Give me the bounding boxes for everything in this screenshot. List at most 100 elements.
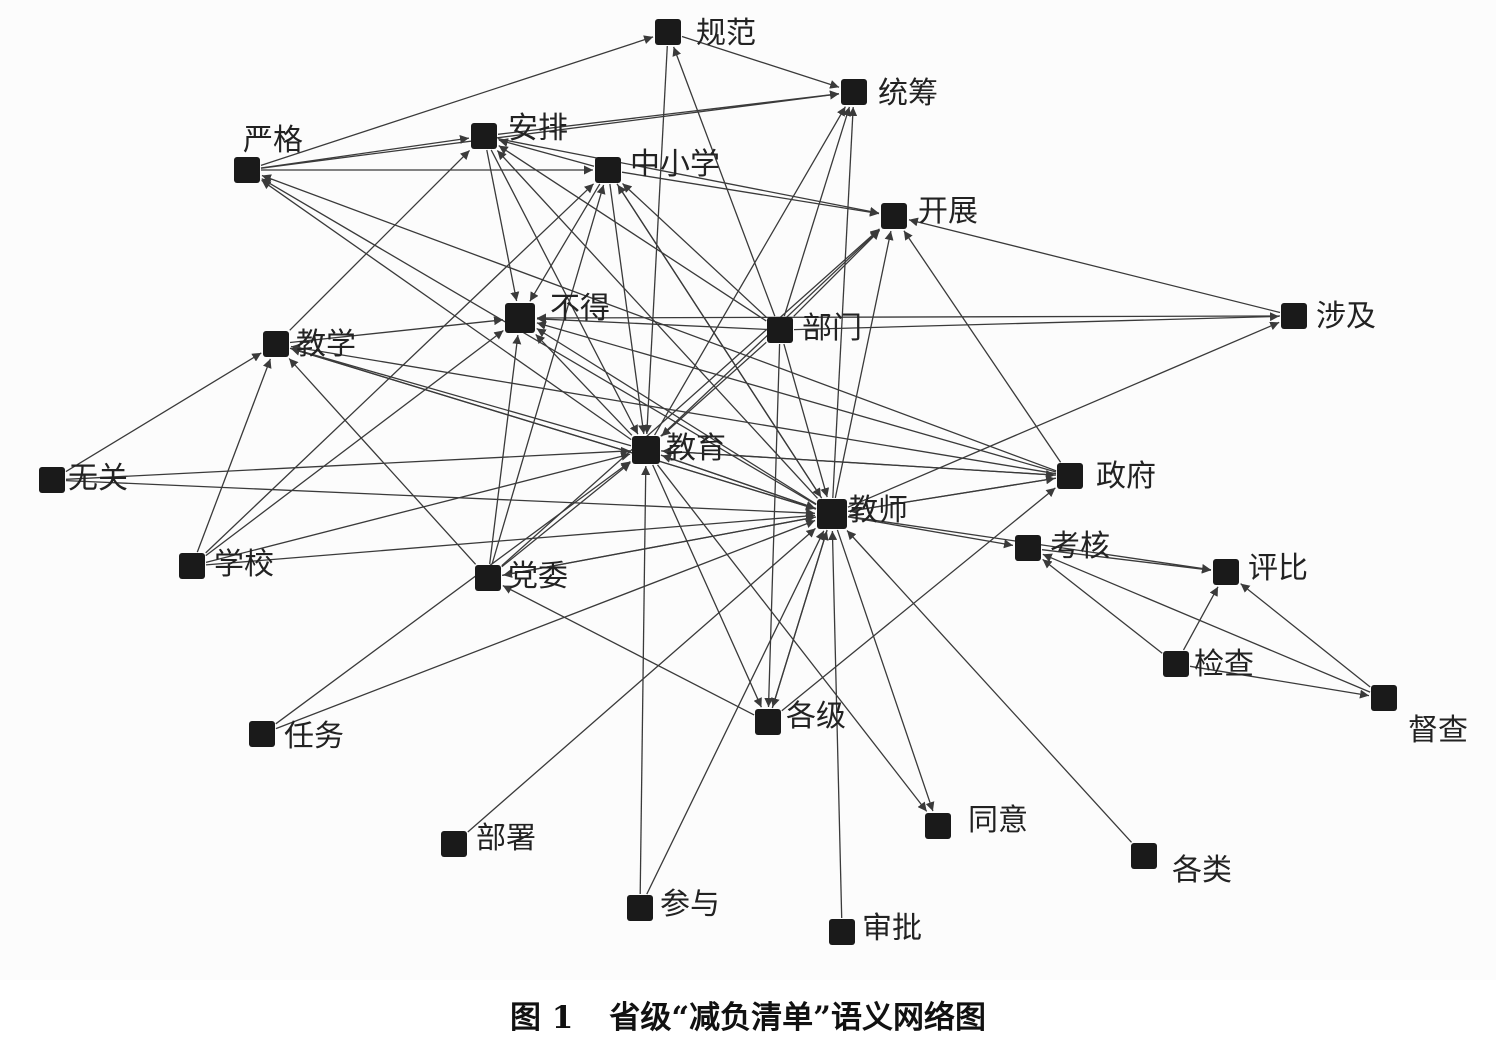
node-marker	[595, 157, 621, 183]
node-marker	[1015, 535, 1041, 561]
node-label: 同意	[968, 803, 1028, 838]
node-marker	[925, 813, 951, 839]
node-label: 参与	[660, 887, 720, 922]
edge-zhengfu-to-jiaoyu	[661, 447, 1057, 476]
node-dangwei: 党委	[475, 559, 568, 594]
edge-jiaoyu-to-yange	[261, 179, 632, 441]
edge-bumen-to-anpai	[498, 145, 767, 322]
node-zhengfu: 政府	[1057, 459, 1156, 494]
edge-sheji-to-kaizhan	[908, 217, 1281, 314]
edge-jiaoyu-to-tongyi	[656, 464, 928, 812]
edge-zhengfu-to-kaizhan	[903, 230, 1062, 463]
edge-bumen-to-kaizhan	[793, 229, 881, 317]
edge-xuexiao-to-bude	[205, 329, 504, 557]
edge-yange-to-tongchou	[260, 90, 840, 169]
edge-jiaoshi-to-zhongxiao	[617, 184, 823, 499]
node-jiaoyu: 教育	[632, 431, 726, 466]
edge-ducha-to-kaohe	[1042, 553, 1371, 693]
node-marker	[179, 553, 205, 579]
edge-sheji-to-bude	[536, 313, 1281, 323]
node-label: 安排	[508, 111, 568, 146]
node-jiaoxue: 教学	[263, 327, 356, 362]
node-marker	[627, 895, 653, 921]
node-bumen: 部门	[767, 311, 862, 346]
edge-jiaoshi-to-tongyi	[836, 529, 935, 812]
edge-dangwei-to-jiaoxue	[288, 358, 477, 565]
edge-bumen-to-bude	[536, 314, 767, 331]
network-canvas: 规范统筹严格安排中小学开展不得部门涉及教学教育政府无关教师考核评比学校党委检查督…	[39, 16, 1468, 946]
node-marker	[263, 331, 289, 357]
edge-renwu-to-jiaoyu	[275, 460, 631, 725]
node-label: 审批	[862, 911, 922, 946]
edge-canyu-to-jiaoshi	[646, 530, 825, 895]
edge-jiaoshi-to-kaizhan	[834, 230, 894, 499]
node-label: 任务	[284, 719, 344, 754]
edge-zhongxiao-to-kaizhan	[621, 171, 880, 217]
node-wuguan: 无关	[39, 461, 128, 496]
node-yange: 严格	[234, 123, 303, 183]
node-marker	[234, 157, 260, 183]
node-label: 无关	[68, 461, 128, 496]
edge-dangwei-to-jiaoyu	[501, 462, 631, 568]
edge-jiaoshi-to-kaohe	[847, 516, 1014, 549]
edge-jiaoyu-to-jiaoshi	[660, 454, 816, 510]
edge-bumen-to-sheji	[793, 312, 1280, 331]
edge-xuexiao-to-zhongxiao	[205, 183, 595, 554]
edge-jiancha-to-pingbi	[1182, 586, 1219, 651]
node-marker	[475, 565, 501, 591]
node-layer: 规范统筹严格安排中小学开展不得部门涉及教学教育政府无关教师考核评比学校党委检查督…	[39, 16, 1468, 946]
node-gelei: 各类	[1131, 843, 1232, 888]
node-tongchou: 统筹	[841, 76, 938, 111]
edge-anpai-to-tongchou	[497, 90, 840, 135]
node-marker	[829, 919, 855, 945]
node-marker	[841, 79, 867, 105]
edge-anpai-to-jiaoyu	[490, 149, 639, 435]
edge-zhengfu-to-jiaoxue	[290, 343, 1057, 475]
edge-jiaoxue-to-anpai	[289, 149, 471, 331]
edge-zhongxiao-to-anpai	[498, 138, 595, 167]
edge-bumen-to-tongchou	[783, 106, 852, 317]
edge-layer	[65, 35, 1371, 919]
edge-wuguan-to-jiaoshi	[65, 479, 816, 518]
node-marker	[1213, 559, 1239, 585]
edge-yange-to-guifan	[260, 35, 654, 167]
node-kaizhan: 开展	[881, 194, 978, 229]
edge-zhongxiao-to-bude	[529, 183, 601, 302]
node-label: 部门	[802, 311, 862, 346]
edge-kaohe-to-pingbi	[1041, 549, 1212, 574]
semantic-network-diagram: 规范统筹严格安排中小学开展不得部门涉及教学教育政府无关教师考核评比学校党委检查督…	[39, 16, 1468, 946]
edge-dangwei-to-zhongxiao	[491, 184, 606, 565]
edge-renwu-to-jiaoshi	[275, 519, 816, 730]
node-label: 规范	[696, 16, 756, 51]
edge-jiaoshi-to-anpai	[496, 150, 818, 499]
edge-geji-to-dangwei	[502, 585, 755, 716]
node-zhongxiao: 中小学	[595, 147, 720, 183]
node-marker	[655, 19, 681, 45]
edge-anpai-to-bude	[486, 149, 520, 302]
node-renwu: 任务	[249, 719, 344, 754]
node-guifan: 规范	[655, 16, 756, 51]
edge-yange-to-anpai	[260, 134, 470, 169]
edge-bumen-to-jiaoyu	[661, 341, 767, 437]
node-marker	[1371, 685, 1397, 711]
node-marker	[1057, 463, 1083, 489]
node-label: 评比	[1248, 551, 1308, 586]
node-marker	[441, 831, 467, 857]
figure-caption-text: 省级“减负清单”语义网络图	[609, 1000, 987, 1036]
edge-xuexiao-to-jiaoxue	[196, 358, 272, 553]
edge-jiaoyu-to-bude	[535, 333, 633, 436]
edge-anpai-to-kaizhan	[497, 138, 880, 216]
node-canyu: 参与	[627, 887, 720, 922]
edge-jiaoshi-to-sheji	[847, 321, 1280, 508]
node-label: 教师	[848, 493, 908, 528]
edge-jiaoxue-to-jiaoshi	[289, 347, 816, 511]
edge-bushu-to-jiaoshi	[467, 527, 816, 833]
node-label: 中小学	[630, 147, 720, 182]
node-label: 统筹	[878, 76, 938, 111]
node-label: 政府	[1096, 459, 1156, 494]
node-jiaoshi: 教师	[817, 493, 908, 529]
node-label: 各类	[1172, 853, 1232, 888]
node-label: 涉及	[1316, 299, 1376, 334]
node-label: 督查	[1408, 713, 1468, 748]
node-marker	[755, 709, 781, 735]
